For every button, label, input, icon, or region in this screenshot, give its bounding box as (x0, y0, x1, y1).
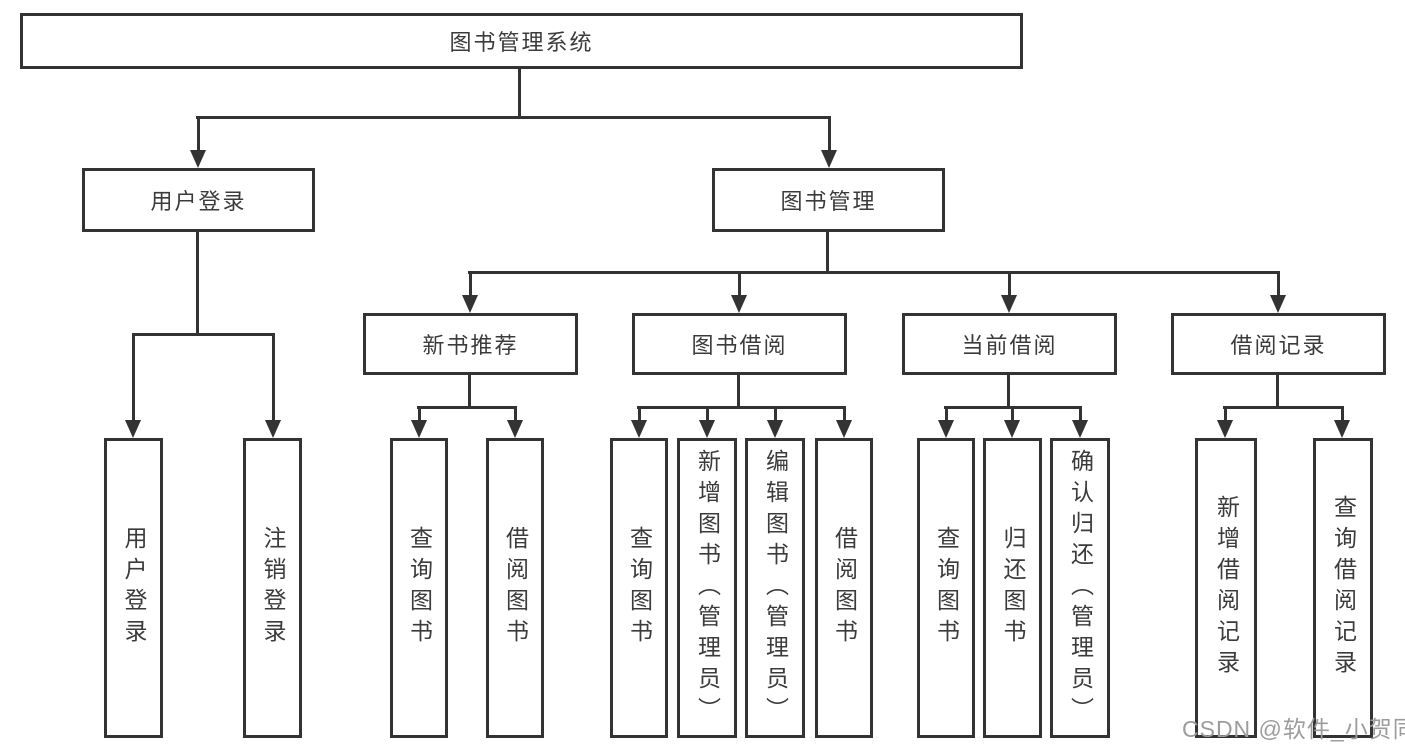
arrow-to-book-borrow-icon (731, 272, 747, 313)
arrow-leaf-icon (507, 408, 523, 438)
arrow-to-leaf-user-login-icon (125, 334, 141, 438)
leaf-query-borrow-record: 查询借阅记录 (1313, 438, 1373, 738)
arrow-to-borrow-records-icon (1270, 272, 1286, 313)
leaf-add-borrow-record: 新增借阅记录 (1195, 438, 1257, 738)
arrow-leaf-icon (411, 408, 427, 438)
connector-current-borrow-crossbar (944, 406, 1082, 409)
leaf-logout: 注销登录 (243, 438, 302, 738)
csdn-watermark: CSDN @软件_小贺同学 (1182, 716, 1405, 742)
leaf-query-books-3: 查询图书 (917, 438, 975, 738)
connector-new-book-crossbar (417, 406, 517, 409)
arrow-leaf-icon (1072, 408, 1088, 438)
node-borrowing-records: 借阅记录 (1171, 313, 1386, 375)
connector-book-management-stem (826, 232, 829, 274)
arrow-leaf-icon (1004, 408, 1020, 438)
arrow-leaf-icon (836, 408, 852, 438)
leaf-edit-books-admin: 编辑图书（管理员） (745, 438, 805, 738)
leaf-borrow-books-1: 借阅图书 (486, 438, 544, 738)
node-book-management: 图书管理 (712, 168, 945, 232)
arrow-leaf-icon (1217, 408, 1233, 438)
node-book-borrowing: 图书借阅 (632, 313, 847, 375)
arrow-leaf-icon (1334, 408, 1350, 438)
node-current-borrowing: 当前借阅 (902, 313, 1117, 375)
node-library-management-system: 图书管理系统 (20, 13, 1023, 69)
connector-user-login-crossbar (132, 333, 275, 336)
arrow-to-leaf-logout-icon (265, 334, 281, 438)
leaf-confirm-return-admin: 确认归还（管理员） (1050, 438, 1110, 738)
node-new-book-recommendation: 新书推荐 (363, 313, 578, 375)
connector-borrow-records-crossbar (1223, 406, 1344, 409)
connector-book-borrow-stem (737, 375, 740, 408)
connector-root-stem (518, 69, 521, 118)
node-user-login: 用户登录 (82, 168, 315, 232)
connector-borrow-records-stem (1276, 375, 1279, 408)
leaf-user-login: 用户登录 (104, 438, 163, 738)
arrow-leaf-icon (631, 408, 647, 438)
arrow-to-current-borrow-icon (1001, 272, 1017, 313)
arrow-to-new-book-icon (462, 272, 478, 313)
leaf-return-books: 归还图书 (983, 438, 1042, 738)
connector-current-borrow-stem (1007, 375, 1010, 408)
leaf-add-books-admin: 新增图书（管理员） (677, 438, 737, 738)
arrow-leaf-icon (938, 408, 954, 438)
arrow-to-user-login-icon (190, 117, 206, 168)
connector-user-login-stem (196, 232, 199, 336)
arrow-leaf-icon (699, 408, 715, 438)
connector-book-borrow-crossbar (637, 406, 846, 409)
leaf-borrow-books-2: 借阅图书 (815, 438, 873, 738)
connector-book-management-crossbar (468, 271, 1280, 274)
arrow-leaf-icon (767, 408, 783, 438)
leaf-query-books-2: 查询图书 (610, 438, 668, 738)
connector-root-crossbar (196, 116, 831, 119)
arrow-to-book-management-icon (821, 117, 837, 168)
connector-new-book-stem (468, 375, 471, 408)
leaf-query-books-1: 查询图书 (390, 438, 448, 738)
